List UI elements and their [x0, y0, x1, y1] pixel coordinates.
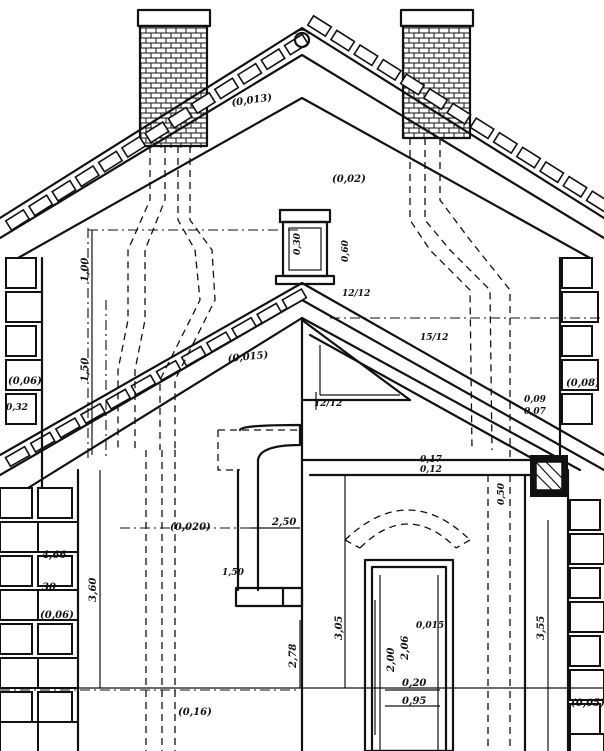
lower-roof: [0, 281, 604, 490]
hidden-lines: [0, 138, 604, 751]
label-dim-355: 3,55: [536, 616, 547, 640]
label-window-a: 0,30: [293, 232, 303, 255]
label-gable-mid: (0,020): [170, 522, 211, 533]
label-dim-050: 0,50: [497, 482, 507, 505]
label-dim-150: 1,50: [80, 358, 91, 382]
labels: (0,013) (0,02) (0,015) (0,06) 0,32 (0,08…: [6, 92, 604, 718]
dimension-lines: [91, 230, 549, 751]
label-dim-200: 2,00: [386, 648, 397, 673]
label-dim-009: 0,09: [524, 395, 547, 405]
label-dim-206: 2,06: [400, 636, 411, 661]
label-dim-466: 4,66: [42, 550, 66, 561]
label-gable-upper: (0,02): [332, 174, 366, 185]
label-dim-360: 3,60: [88, 578, 99, 602]
gable-window: [274, 208, 336, 286]
label-wall-left-lower: (0,06): [40, 610, 74, 621]
label-dim-100: 1,00: [80, 258, 91, 282]
label-dim-30: 30: [42, 582, 56, 593]
label-ratio-left: 12/12: [314, 399, 342, 409]
side-window: [217, 423, 304, 608]
label-window-b: 0,60: [341, 239, 351, 262]
quoins-right: [561, 257, 604, 751]
porch-gable: [300, 318, 562, 477]
quoins-left: [0, 257, 79, 751]
label-dim-017: 0,17: [420, 455, 443, 465]
walls: [0, 256, 604, 751]
front-door: [344, 509, 471, 751]
label-wall-left-upper: (0,06): [8, 376, 42, 387]
label-dim-305: 3,05: [334, 616, 345, 640]
label-dim-015: 0,015: [416, 621, 444, 631]
label-dim-020: 0,20: [402, 678, 426, 689]
upper-roof: [0, 14, 604, 260]
label-floor-line: (0,16): [178, 707, 212, 718]
label-dim-012: 0,12: [420, 465, 442, 475]
label-roof-lower: (0,015): [227, 350, 269, 365]
label-dim-007: 0,07: [524, 407, 547, 417]
label-wall-right-lower: (0,05): [571, 698, 604, 709]
label-wall-right-upper: (0,08): [566, 378, 600, 389]
label-ratio-top: 12/12: [342, 289, 370, 299]
label-wall-left-upper-b: 0,32: [6, 403, 28, 413]
porch-body: [300, 455, 568, 751]
label-dim-250: 2,50: [271, 517, 296, 528]
label-dim-278: 2,78: [288, 644, 299, 669]
label-dim-150b: 1,50: [222, 568, 245, 578]
label-dim-095: 0,95: [402, 696, 426, 707]
label-ratio-mid: 15/12: [420, 333, 448, 343]
